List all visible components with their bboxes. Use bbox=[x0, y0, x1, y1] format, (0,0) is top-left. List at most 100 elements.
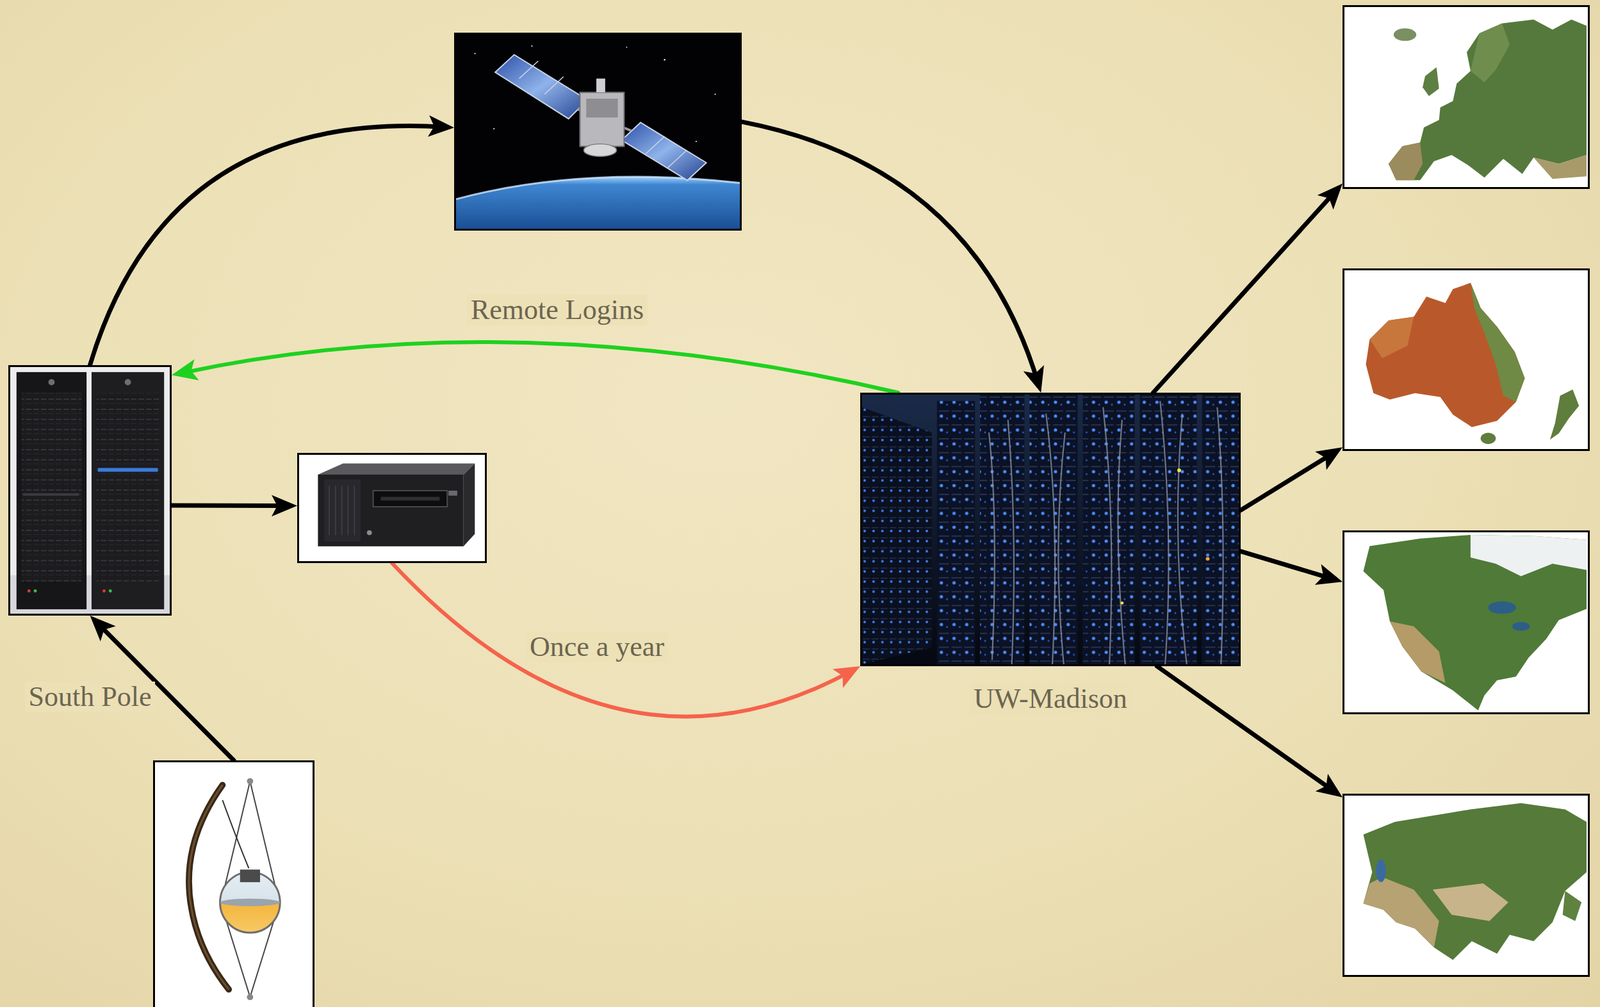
drawing-part bbox=[596, 78, 606, 93]
flow-arrow bbox=[1152, 190, 1337, 393]
drawing-part bbox=[247, 993, 254, 1000]
drawing-part bbox=[645, 136, 665, 154]
drawing-part bbox=[324, 479, 361, 542]
drawing-part bbox=[714, 93, 717, 95]
drawing-part bbox=[1344, 532, 1588, 713]
drawing-part bbox=[10, 367, 170, 614]
drawing-part bbox=[1562, 890, 1583, 922]
drawing-part bbox=[102, 589, 106, 593]
drawing-part bbox=[668, 149, 688, 168]
drawing-part bbox=[96, 391, 160, 581]
tape-drive bbox=[299, 454, 485, 562]
image-box bbox=[1342, 793, 1590, 977]
drawing-part bbox=[188, 784, 229, 989]
sensor-module-picture bbox=[155, 762, 313, 1007]
image-box bbox=[297, 452, 487, 564]
flow-arrow bbox=[1156, 666, 1335, 793]
drawing-part bbox=[317, 474, 464, 547]
drawing-part bbox=[97, 468, 159, 473]
drawing-part bbox=[222, 800, 249, 868]
drawing-part bbox=[586, 98, 618, 118]
drawing-part bbox=[16, 372, 87, 610]
drawing-part bbox=[1470, 283, 1526, 403]
data-center-picture bbox=[862, 394, 1239, 665]
drawing-part bbox=[544, 76, 564, 95]
space-scene bbox=[456, 34, 740, 229]
drawing-part bbox=[1388, 19, 1587, 181]
drawing-part bbox=[621, 122, 706, 180]
drawing-part bbox=[1206, 556, 1210, 561]
drawing-part bbox=[1389, 621, 1446, 683]
drawing-part bbox=[334, 485, 337, 535]
image-box bbox=[1342, 530, 1590, 715]
server-rack-picture bbox=[10, 367, 170, 614]
drawing-part bbox=[1369, 316, 1414, 359]
drawing-part bbox=[247, 778, 254, 785]
drawing-part bbox=[155, 762, 313, 1007]
drawing-part bbox=[1363, 803, 1587, 961]
drawing-part bbox=[1177, 468, 1182, 473]
continent bbox=[1344, 7, 1588, 188]
arrow-label: Once a year bbox=[525, 631, 669, 663]
drawing-part bbox=[456, 176, 740, 200]
flow-arrow bbox=[180, 342, 899, 393]
drawing-part bbox=[1344, 270, 1588, 449]
image-box: South Pole bbox=[8, 365, 172, 616]
drawing-part bbox=[456, 176, 740, 229]
north-america-map bbox=[1344, 532, 1588, 713]
drawing-part bbox=[463, 463, 476, 547]
drawing-part bbox=[530, 45, 533, 47]
image-box bbox=[1342, 268, 1590, 451]
asia-map bbox=[1344, 795, 1588, 975]
drawing-part bbox=[373, 490, 448, 507]
drawing-part bbox=[1470, 23, 1510, 82]
image-box: UW-Madison bbox=[860, 392, 1241, 667]
drawing-part bbox=[240, 869, 261, 882]
flow-arrow bbox=[741, 121, 1039, 384]
drawing-part bbox=[493, 128, 495, 130]
continent bbox=[1344, 795, 1588, 975]
satellite-picture bbox=[456, 34, 740, 229]
drawing-part bbox=[1550, 389, 1579, 440]
drawing-part bbox=[495, 54, 588, 119]
continent bbox=[1344, 532, 1588, 713]
drawing-part bbox=[21, 391, 82, 581]
drawing-part bbox=[91, 372, 164, 610]
drawing-part bbox=[124, 379, 132, 386]
drawing-part bbox=[1202, 394, 1239, 665]
arrow-label: Remote Logins bbox=[466, 294, 648, 326]
drawing-part bbox=[1422, 67, 1440, 97]
drawing-part bbox=[1393, 28, 1417, 41]
drawing-part bbox=[1487, 601, 1516, 615]
drawing-part bbox=[862, 407, 932, 665]
drawing-part bbox=[1365, 283, 1525, 428]
drawing-part bbox=[1432, 883, 1509, 922]
satellite bbox=[495, 54, 707, 180]
drawing-part bbox=[341, 485, 343, 535]
flow-arrow bbox=[391, 563, 853, 717]
drawing-part bbox=[456, 34, 740, 229]
drawing-part bbox=[988, 400, 1224, 665]
server-aisles bbox=[862, 394, 1239, 665]
drawing-part bbox=[188, 784, 229, 989]
drawing-part bbox=[1363, 876, 1440, 948]
drawing-part bbox=[23, 493, 80, 496]
drawing-part bbox=[317, 463, 475, 475]
drawing-part bbox=[579, 92, 624, 147]
drawing-part bbox=[380, 497, 440, 501]
place-label: UW-Madison bbox=[969, 683, 1132, 715]
drawing-part bbox=[1512, 621, 1531, 631]
drawing-part bbox=[33, 589, 38, 593]
drawing-part bbox=[937, 400, 975, 665]
flow-arrow bbox=[1240, 452, 1335, 511]
sensor-module bbox=[155, 762, 313, 1007]
drawing-part bbox=[1082, 394, 1135, 665]
drawing-part bbox=[695, 140, 697, 143]
continent bbox=[1344, 270, 1588, 449]
drawing-part bbox=[1533, 155, 1587, 179]
drawing-part bbox=[1344, 7, 1588, 188]
drawing-part bbox=[353, 485, 355, 535]
image-box bbox=[153, 760, 315, 1007]
drawing-part bbox=[347, 485, 349, 535]
